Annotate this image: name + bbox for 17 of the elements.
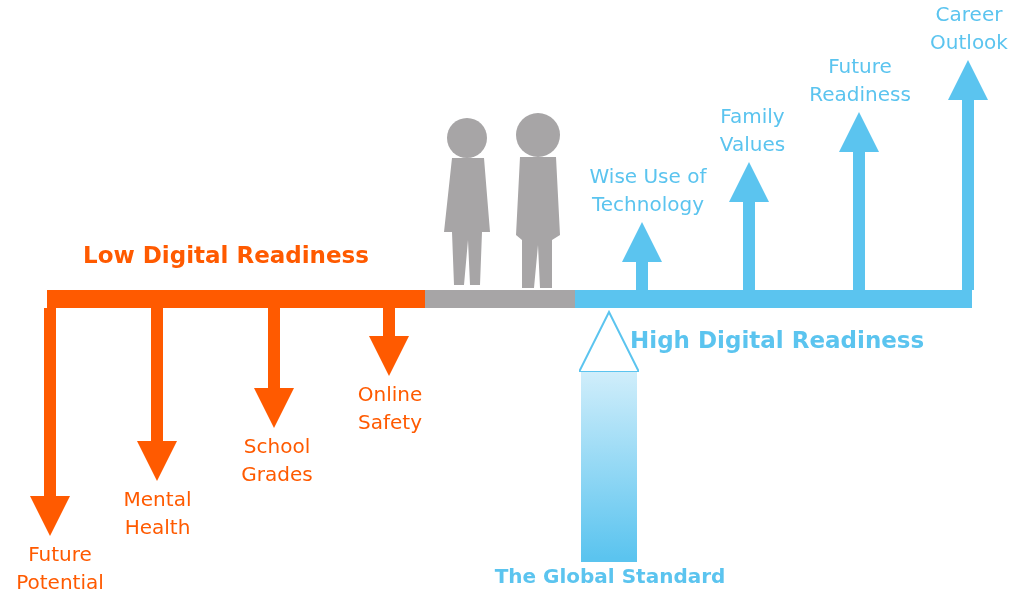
bar-heading: High Digital Readiness	[630, 326, 925, 355]
arrow	[254, 308, 294, 428]
bar-heading: Low Digital Readiness	[83, 241, 369, 270]
wide-arrow	[578, 311, 640, 562]
outcome-label: Future Potential	[5, 540, 115, 596]
arrow	[30, 308, 70, 536]
arrow	[622, 222, 662, 290]
arrow	[729, 162, 769, 290]
standard-label: The Global Standard	[460, 562, 760, 590]
arrow	[948, 60, 988, 290]
outcome-label: Online Safety	[335, 380, 445, 436]
arrow	[839, 112, 879, 290]
arrow	[369, 308, 409, 376]
outcome-label: Wise Use of Technology	[568, 162, 728, 218]
outcome-label: Mental Health	[105, 485, 210, 541]
outcome-label: School Grades	[222, 432, 332, 488]
arrow	[137, 308, 177, 481]
